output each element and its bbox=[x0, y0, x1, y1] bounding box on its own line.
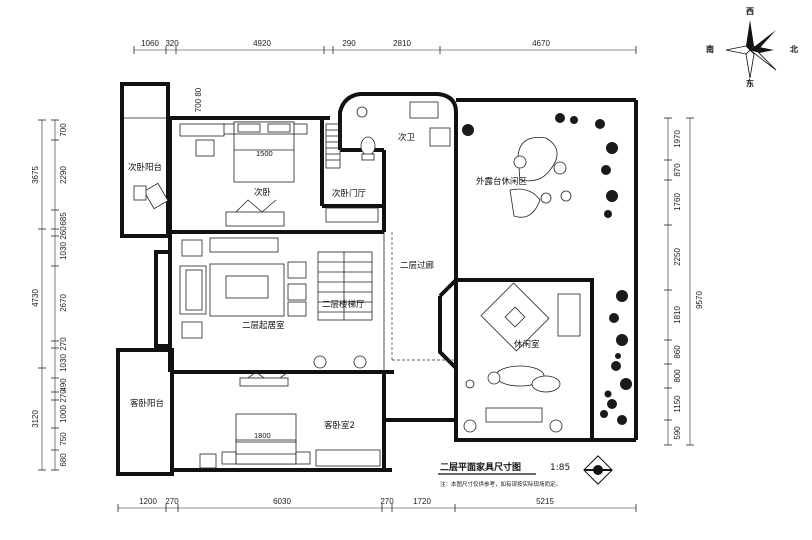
left-dim-6: 2670 bbox=[59, 294, 68, 312]
plants bbox=[462, 113, 632, 425]
right-dim-3: 1760 bbox=[673, 193, 682, 211]
left-dim-10: 270 bbox=[59, 389, 68, 403]
room-lounge: 休闲室 bbox=[514, 339, 540, 350]
left-dim-3: 685 bbox=[59, 212, 68, 226]
compass-west: 西 bbox=[746, 7, 754, 16]
furniture bbox=[133, 101, 581, 469]
top-dim-4: 290 bbox=[342, 39, 356, 48]
right-dim-2: 870 bbox=[673, 163, 682, 177]
left-dim-5: 1030 bbox=[59, 242, 68, 260]
left-dim-1: 700 bbox=[59, 123, 68, 137]
left-dim-8: 1030 bbox=[59, 354, 68, 372]
room-second-bedroom-balcony: 次卧阳台 bbox=[128, 162, 162, 173]
compass-icon: 西 南 北 东 bbox=[706, 7, 798, 88]
right-total: 9570 bbox=[695, 291, 704, 309]
room-guest-balcony: 客卧阳台 bbox=[130, 398, 164, 409]
left-dim-4: 260 bbox=[59, 226, 68, 240]
right-dim-9: 590 bbox=[673, 426, 682, 440]
left-dim-12: 750 bbox=[59, 432, 68, 446]
small-dim: 700 80 bbox=[194, 87, 203, 112]
room-guest-bedroom-2: 客卧室2 bbox=[324, 420, 355, 431]
room-outdoor-terrace: 外露台休闲区 bbox=[476, 176, 528, 187]
bottom-dim-1: 1200 bbox=[139, 497, 157, 506]
top-dim-5: 2810 bbox=[393, 39, 411, 48]
walls bbox=[116, 82, 638, 476]
drawing-scale: 1:85 bbox=[550, 463, 570, 473]
bottom-dim-3: 6030 bbox=[273, 497, 291, 506]
left-dim-9: 490 bbox=[59, 378, 68, 392]
compass-east: 东 bbox=[746, 78, 754, 88]
room-second-stair-hall: 二层楼梯厅 bbox=[322, 299, 365, 310]
room-second-bedroom-foyer: 次卧门厅 bbox=[332, 188, 367, 199]
top-dim-3: 4920 bbox=[253, 39, 271, 48]
drawing-title: 二层平面家具尺寸图 bbox=[440, 461, 521, 473]
top-dim-6: 4670 bbox=[532, 39, 550, 48]
right-dim-1: 1970 bbox=[673, 130, 682, 148]
room-second-living-room: 二层起居室 bbox=[242, 320, 285, 331]
bed-size-top: 1500 bbox=[256, 149, 273, 158]
room-second-bedroom: 次卧 bbox=[254, 187, 272, 198]
bed-size-bottom: 1800 bbox=[254, 431, 271, 440]
right-dim-5: 1810 bbox=[673, 306, 682, 324]
left-dim-2: 2290 bbox=[59, 166, 68, 184]
room-second-corridor: 二层过廊 bbox=[400, 260, 435, 271]
left-dim-7: 270 bbox=[59, 337, 68, 351]
bottom-dim-6: 5215 bbox=[536, 497, 554, 506]
bottom-dim-5: 1720 bbox=[413, 497, 431, 506]
section-marker-icon bbox=[583, 455, 613, 485]
left-dim-13: 680 bbox=[59, 453, 68, 467]
top-dim-2: 320 bbox=[165, 39, 179, 48]
drawing-note: 注：本图尺寸仅供参考，如有误按实际现场而定。 bbox=[440, 480, 561, 488]
right-dim-7: 800 bbox=[673, 369, 682, 383]
room-second-bathroom: 次卫 bbox=[398, 132, 416, 143]
top-dim-1: 1060 bbox=[141, 39, 159, 48]
right-dim-6: 860 bbox=[673, 345, 682, 359]
right-dim-8: 1150 bbox=[673, 395, 682, 413]
left-total-1: 3675 bbox=[31, 166, 40, 184]
dimension-lines: 1060 320 4920 290 2810 4670 1200 270 603… bbox=[31, 39, 704, 512]
compass-north: 北 bbox=[790, 44, 798, 54]
left-total-3: 3120 bbox=[31, 410, 40, 428]
bottom-dim-4: 270 bbox=[380, 497, 394, 506]
room-labels: 次卧阳台 次卧 次卧门厅 次卫 外露台休闲区 二层过廊 二层起居室 二层楼梯厅 … bbox=[128, 132, 540, 440]
bottom-dim-2: 270 bbox=[165, 497, 179, 506]
right-dim-4: 2250 bbox=[673, 248, 682, 266]
left-total-2: 4730 bbox=[31, 289, 40, 307]
left-dim-11: 1000 bbox=[59, 405, 68, 423]
compass-south: 南 bbox=[706, 44, 714, 54]
title-block: 二层平面家具尺寸图 1:85 注：本图尺寸仅供参考，如有误按实际现场而定。 bbox=[438, 455, 613, 488]
